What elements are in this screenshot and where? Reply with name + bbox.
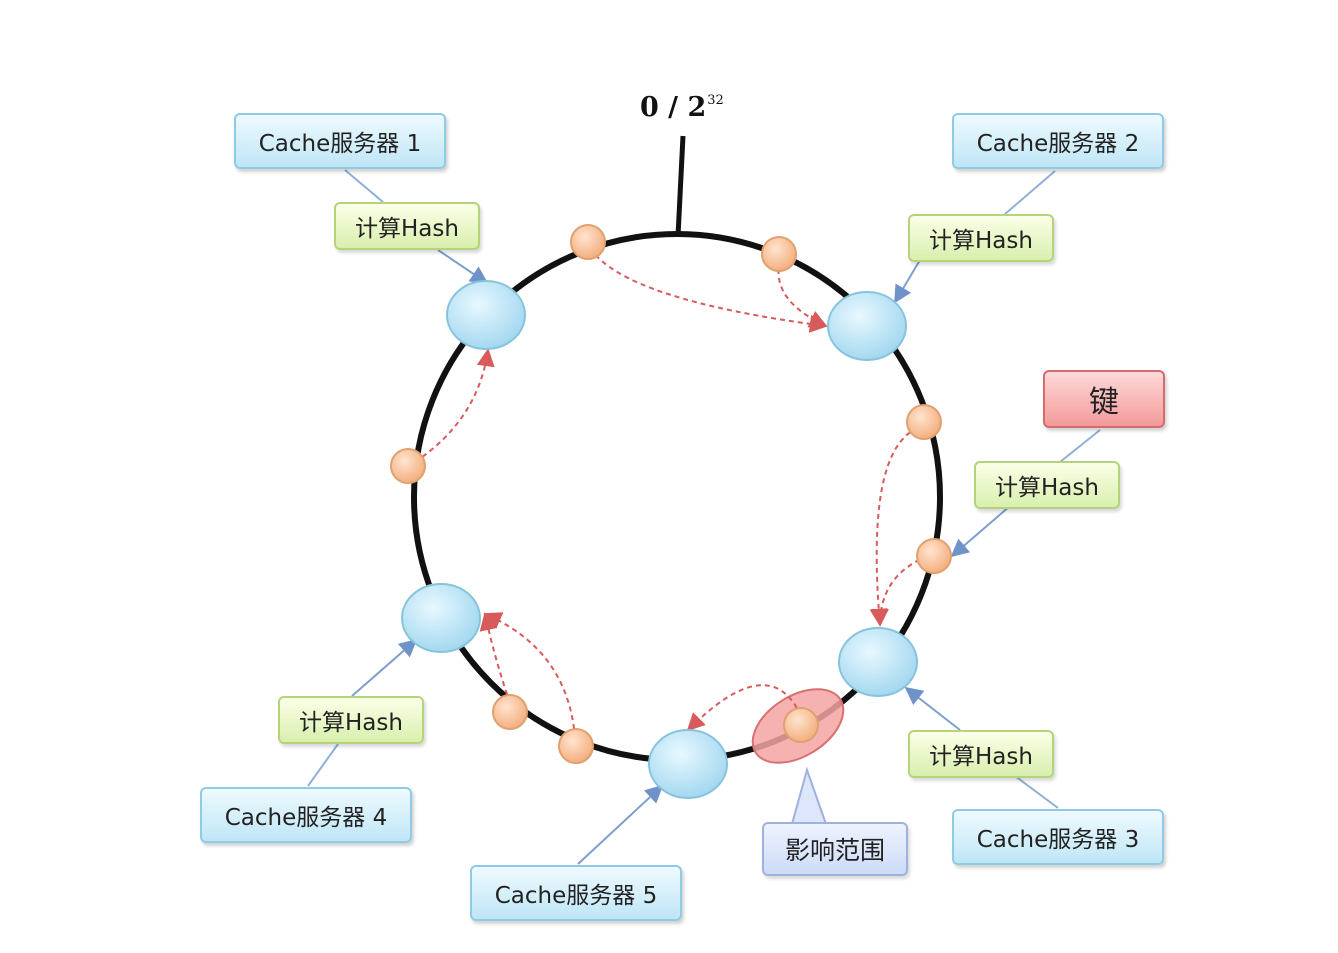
hash-to-ring-arrow: [950, 505, 1011, 558]
compute-hash-box-key: 计算Hash: [974, 461, 1120, 509]
hash-to-ring-arrow: [577, 784, 664, 865]
ring-origin-marker: [675, 135, 686, 237]
server-node-2: [827, 291, 907, 361]
key-box: 键: [1043, 370, 1165, 428]
impact-callout-pointer: [790, 766, 828, 825]
object-node: [570, 224, 606, 260]
key-object-node: [916, 538, 952, 574]
cache-server-4-box: Cache服务器 4: [200, 787, 412, 843]
object-to-server-arrow: [589, 247, 828, 333]
server-node-5: [648, 729, 728, 799]
server-node-3: [838, 627, 918, 697]
cache-server-3-box: Cache服务器 3: [952, 809, 1164, 865]
object-node: [492, 694, 528, 730]
compute-hash-box-2: 计算Hash: [908, 214, 1054, 262]
hash-to-ring-arrow: [894, 259, 921, 304]
server-node-4: [401, 583, 481, 653]
server-to-hash-connector: [1014, 775, 1059, 809]
server-to-hash-connector: [307, 743, 339, 787]
cache-server-1-box: Cache服务器 1: [234, 113, 446, 169]
object-node: [390, 448, 426, 484]
object-to-server-arrow: [483, 612, 576, 739]
server-to-hash-connector: [1004, 170, 1056, 215]
hash-to-ring-arrow: [351, 638, 418, 697]
cache-server-2-box: Cache服务器 2: [952, 113, 1164, 169]
object-to-server-arrow: [686, 684, 802, 732]
key-to-hash-connector: [1059, 429, 1101, 463]
object-node: [761, 236, 797, 272]
object-to-server-arrow: [869, 427, 919, 627]
compute-hash-box-3: 计算Hash: [908, 730, 1054, 778]
hash-to-ring-arrow: [904, 686, 961, 731]
ring-origin-label: 0 / 232: [640, 92, 724, 123]
object-node: [558, 728, 594, 764]
object-node: [906, 404, 942, 440]
server-to-hash-connector: [344, 169, 384, 203]
compute-hash-box-4: 计算Hash: [278, 696, 424, 744]
impact-range-label: 影响范围: [762, 822, 908, 876]
cache-server-5-box: Cache服务器 5: [470, 865, 682, 921]
object-node: [783, 707, 819, 743]
compute-hash-box-1: 计算Hash: [334, 202, 480, 250]
object-to-server-arrow: [777, 259, 828, 328]
server-node-1: [446, 280, 526, 350]
hash-to-ring-arrow: [437, 249, 489, 285]
